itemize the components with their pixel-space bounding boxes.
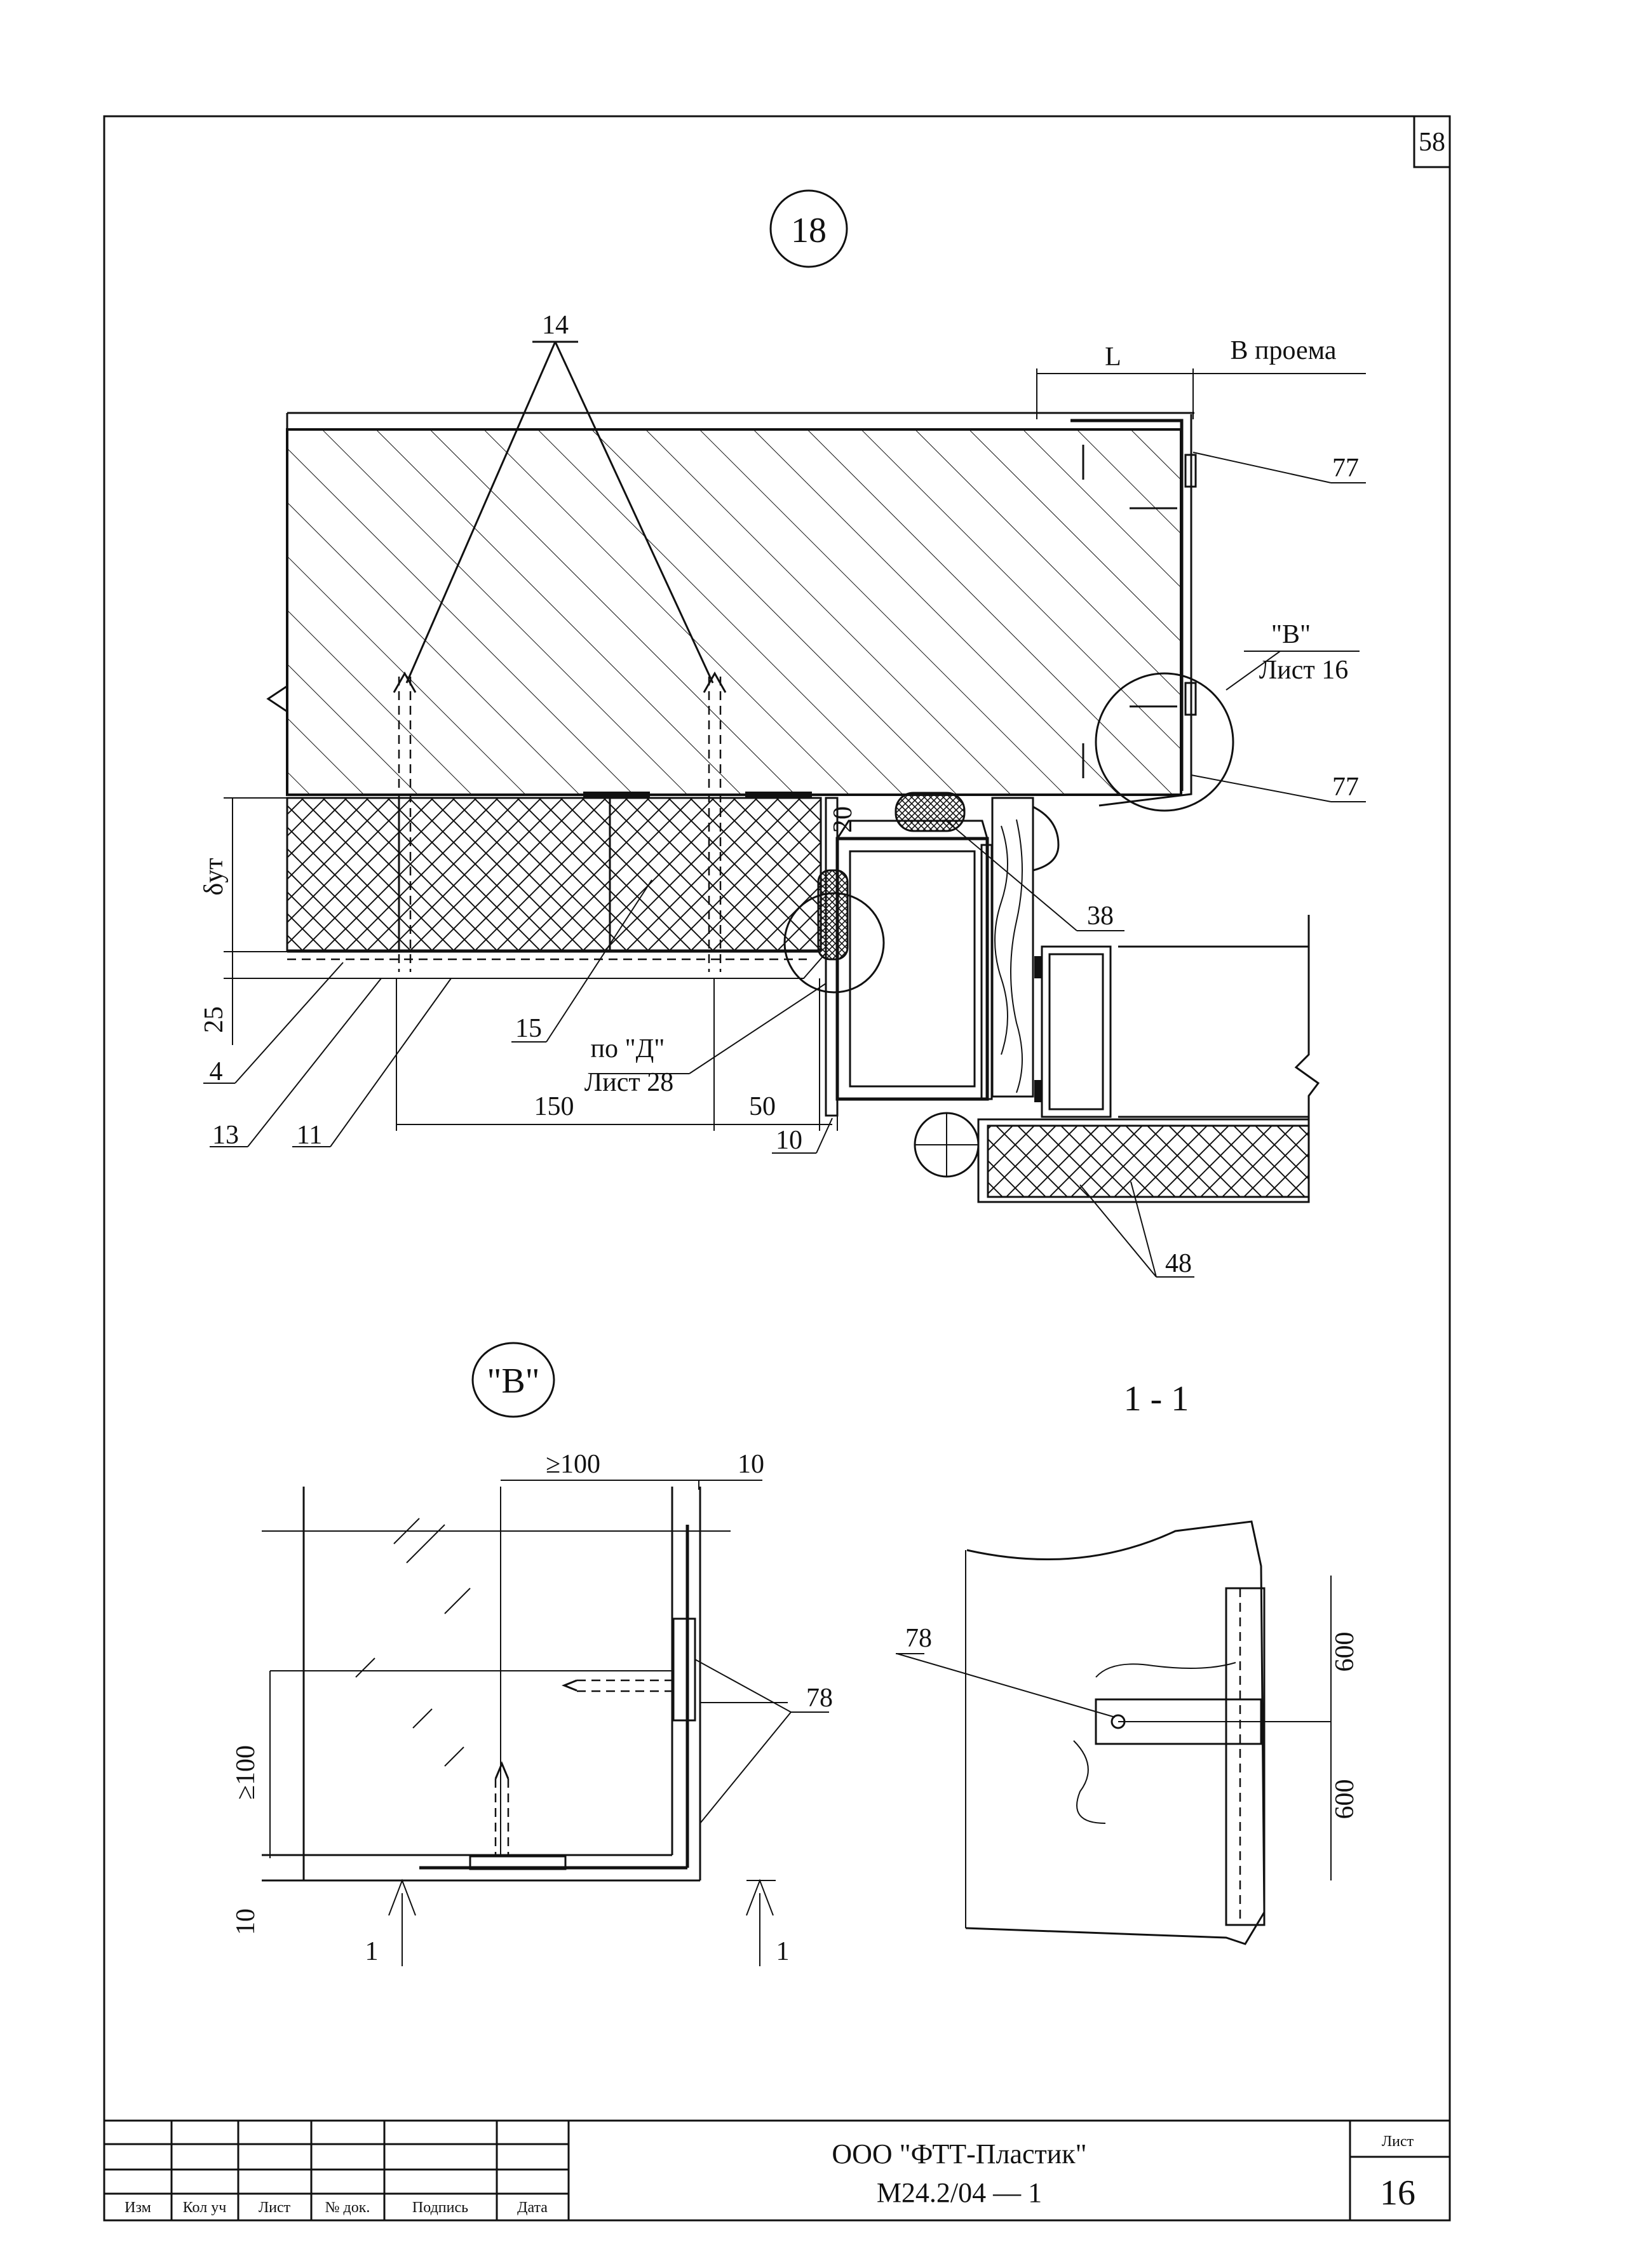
position-78-section: 78: [905, 1624, 932, 1653]
position-38: 38: [1087, 901, 1114, 931]
window-frame-profile: [817, 792, 1320, 1134]
dimension-lines: [224, 368, 1366, 1131]
leader-lines: [203, 452, 1366, 1278]
detail-circles: [783, 672, 1234, 994]
dimension-L: L: [1105, 342, 1121, 372]
title-block: [104, 2119, 1450, 2220]
dimension-min100-horizontal: ≥100: [546, 1450, 600, 1479]
title-sheet-label: Лист: [1382, 2133, 1414, 2150]
title-col-kol-uch: Кол уч: [183, 2199, 227, 2216]
wall-section: [266, 412, 1194, 798]
detail-callout-18: 18: [769, 189, 848, 268]
dimension-10: 10: [776, 1126, 802, 1155]
section-1-1-drawing: [896, 1520, 1332, 1945]
title-col-signature: Подпись: [412, 2199, 468, 2216]
position-48: 48: [1165, 1249, 1192, 1278]
svg-text:18: 18: [791, 211, 827, 250]
position-15: 15: [515, 1014, 542, 1043]
position-77-lower: 77: [1332, 773, 1359, 802]
dimension-25: 25: [199, 1006, 229, 1033]
dimension-600-lower: 600: [1330, 1779, 1360, 1819]
section-mark-right: 1: [776, 1937, 790, 1966]
sheet-frame: [103, 115, 1451, 2222]
detail-ref-D-label: по "Д": [591, 1034, 665, 1063]
section-1-1-title: 1 - 1: [1124, 1379, 1189, 1419]
sill-insulation: [914, 1112, 1310, 1203]
dimension-150: 150: [534, 1092, 574, 1121]
position-11: 11: [297, 1121, 322, 1150]
position-77-upper: 77: [1332, 454, 1359, 483]
anchor-dowels: [393, 341, 727, 972]
detail-ref-B-label: "В": [1271, 620, 1311, 649]
title-col-doc-no: № док.: [325, 2199, 370, 2216]
dimension-600-upper: 600: [1330, 1632, 1360, 1672]
title-sheet-number: 16: [1380, 2173, 1415, 2213]
title-company: ООО "ФТТ-Пластик": [832, 2138, 1086, 2170]
section-mark-left: 1: [365, 1937, 379, 1966]
view-B-callout: "В": [471, 1342, 555, 1418]
dimension-10-vertical: 10: [231, 1908, 260, 1935]
sheet-corner-number: 58: [1419, 128, 1445, 157]
dimension-10-horizontal: 10: [738, 1450, 764, 1479]
opening-label: В проема: [1230, 336, 1336, 365]
position-78-detail: 78: [806, 1684, 833, 1713]
dimension-50: 50: [749, 1092, 776, 1121]
position-4: 4: [210, 1057, 223, 1086]
title-doc-code: М24.2/04 — 1: [877, 2177, 1042, 2208]
title-col-izm: Изм: [125, 2199, 151, 2216]
title-col-date: Дата: [517, 2199, 548, 2216]
dimension-delta-insulation: δут: [199, 858, 229, 895]
svg-text:"В": "В": [487, 1361, 539, 1401]
insulation-layer: [286, 797, 827, 979]
detail-ref-D-sheet: Лист 28: [584, 1068, 673, 1097]
dimension-20: 20: [828, 806, 858, 833]
position-14: 14: [542, 311, 569, 340]
position-13: 13: [212, 1121, 239, 1150]
title-col-list: Лист: [259, 2199, 291, 2216]
detail-ref-B-sheet: Лист 16: [1259, 656, 1348, 685]
detail-B-drawing: [262, 1480, 829, 1966]
dimension-min100-vertical: ≥100: [231, 1745, 260, 1800]
